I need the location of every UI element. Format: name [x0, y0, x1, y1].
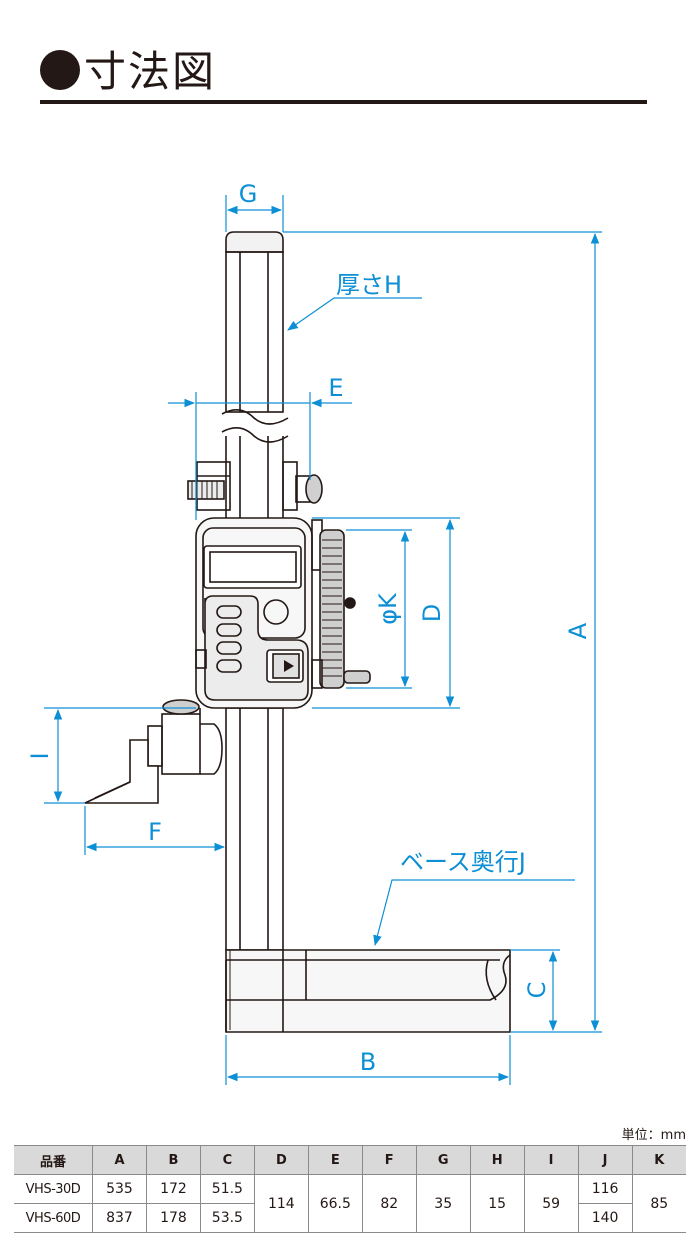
- col-header: E: [307, 1145, 363, 1175]
- cell-model: VHS-60D: [14, 1203, 93, 1233]
- label-c: C: [523, 982, 551, 999]
- cell-e: 66.5: [307, 1174, 363, 1233]
- page-title: 寸法図: [40, 38, 216, 99]
- col-header: K: [631, 1145, 686, 1175]
- dimension-lines: [44, 195, 602, 1085]
- cell-j: 116: [577, 1174, 633, 1204]
- label-a: A: [564, 622, 592, 639]
- cell-a: 535: [92, 1174, 147, 1204]
- col-header: G: [415, 1145, 471, 1175]
- cell-g: 35: [415, 1174, 471, 1233]
- cell-d: 114: [253, 1174, 309, 1233]
- col-header: C: [199, 1145, 255, 1175]
- cell-c: 53.5: [199, 1203, 255, 1233]
- col-header: B: [145, 1145, 201, 1175]
- cell-b: 178: [145, 1203, 201, 1233]
- col-header: A: [92, 1145, 147, 1175]
- label-k: φK: [374, 592, 402, 625]
- height-gauge-illustration: [84, 231, 511, 1033]
- cell-k: 85: [631, 1174, 686, 1233]
- col-header: J: [577, 1145, 633, 1175]
- table-row: VHS-60D 837 178 53.5 140: [14, 1203, 686, 1233]
- dimension-drawing: G 厚さH E D φK A I F ベース奥行J C B: [26, 180, 602, 1085]
- cell-j: 140: [577, 1203, 633, 1233]
- label-g: G: [239, 180, 258, 208]
- bullet-circle-icon: [40, 50, 80, 90]
- col-header: F: [361, 1145, 417, 1175]
- cell-model: VHS-30D: [14, 1174, 93, 1204]
- label-d: D: [418, 604, 446, 622]
- cell-f: 82: [361, 1174, 417, 1233]
- cell-h: 15: [469, 1174, 525, 1233]
- label-j: ベース奥行J: [400, 848, 526, 876]
- table-row: VHS-30D 535 172 51.5 114 66.5 82 35 15 5…: [14, 1174, 686, 1233]
- label-e: E: [328, 374, 343, 402]
- cell-i: 59: [523, 1174, 579, 1233]
- cell-c: 51.5: [199, 1174, 255, 1204]
- label-b: B: [360, 1048, 376, 1076]
- col-header: I: [523, 1145, 579, 1175]
- page-title-text: 寸法図: [84, 47, 217, 96]
- spec-table: 品番 A B C D E F G H I J K VHS-30D 535 172…: [14, 1145, 686, 1233]
- unit-note: 単位：mm: [621, 1128, 686, 1143]
- label-i: I: [26, 752, 54, 759]
- label-h: 厚さH: [336, 271, 402, 299]
- cell-b: 172: [145, 1174, 201, 1204]
- title-underline: [40, 100, 647, 104]
- col-header: D: [253, 1145, 309, 1175]
- cell-a: 837: [92, 1203, 147, 1233]
- col-header: H: [469, 1145, 525, 1175]
- label-f: F: [148, 818, 162, 846]
- col-header: 品番: [14, 1145, 93, 1175]
- table-header-row: 品番 A B C D E F G H I J K: [14, 1145, 686, 1175]
